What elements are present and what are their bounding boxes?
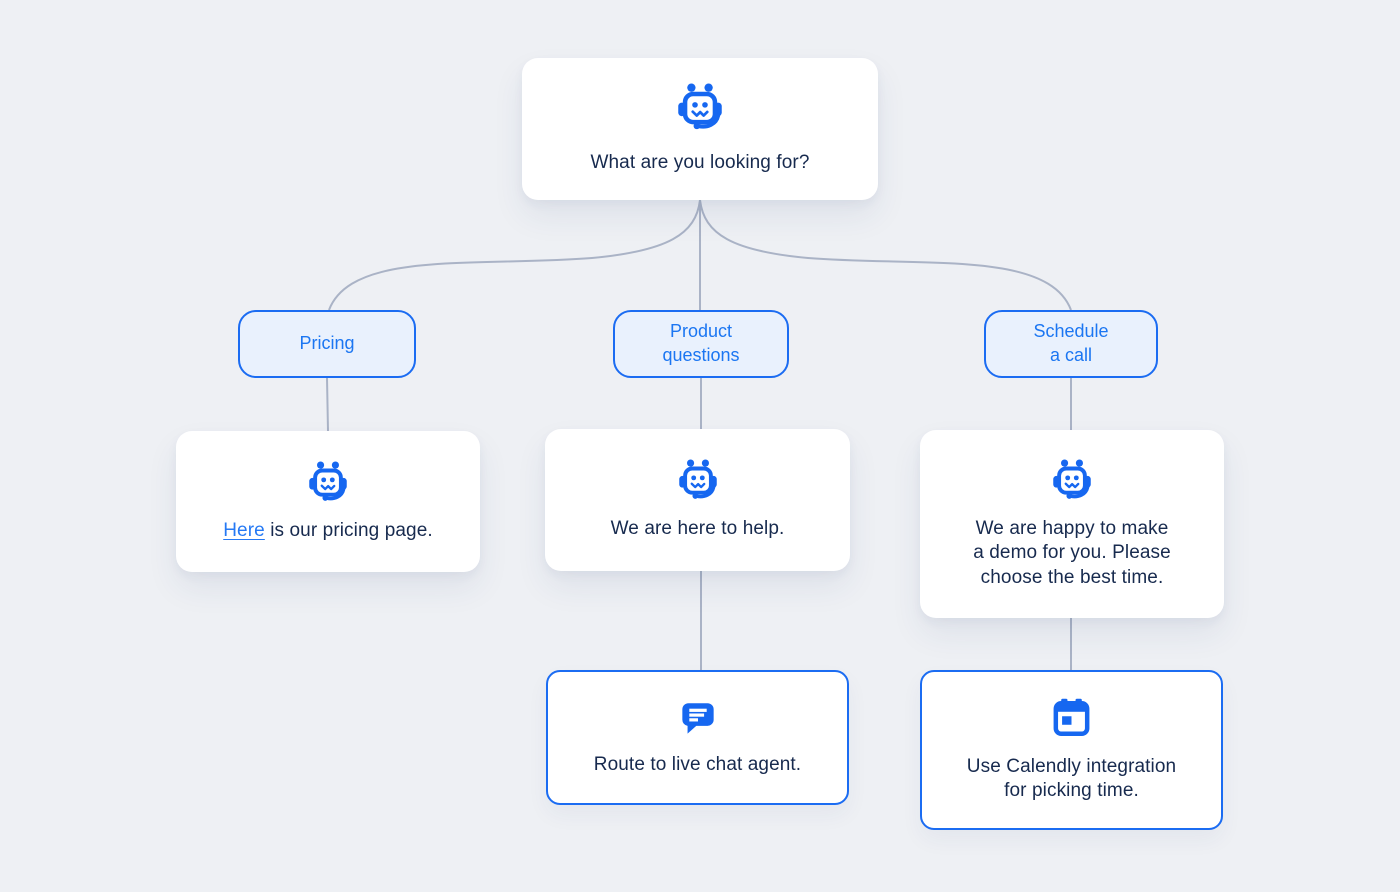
action-live-chat-message: Route to live chat agent. xyxy=(593,753,802,775)
action-calendly-message: Use Calendly integration for picking tim… xyxy=(966,755,1177,801)
chatbot-icon xyxy=(673,458,723,504)
calendar-icon xyxy=(1050,697,1093,740)
response-schedule-node[interactable]: We are happy to make a demo for you. Ple… xyxy=(920,430,1224,618)
response-pricing-node[interactable]: Here is our pricing page. xyxy=(176,431,480,572)
option-pricing[interactable]: Pricing xyxy=(238,310,416,378)
option-schedule-call-label: Schedule a call xyxy=(1033,321,1109,365)
option-schedule-call[interactable]: Schedule a call xyxy=(984,310,1158,378)
action-live-chat-node[interactable]: Route to live chat agent. xyxy=(546,670,849,805)
chatbot-icon xyxy=(671,82,729,135)
root-node[interactable]: What are you looking for? xyxy=(522,58,878,200)
response-product-message: We are here to help. xyxy=(610,518,785,540)
pricing-page-link[interactable]: Here xyxy=(223,519,265,541)
root-message: What are you looking for? xyxy=(590,152,810,174)
option-product-questions[interactable]: Product questions xyxy=(613,310,789,378)
option-product-questions-label: Product questions xyxy=(662,321,740,365)
chatbot-icon xyxy=(1047,458,1097,504)
option-pricing-label: Pricing xyxy=(299,333,355,354)
action-calendly-node[interactable]: Use Calendly integration for picking tim… xyxy=(920,670,1223,830)
pricing-message-rest: is our pricing page. xyxy=(264,519,433,541)
chatbot-icon xyxy=(303,460,353,506)
chat-bubble-icon xyxy=(677,698,719,738)
response-pricing-message: Here is our pricing page. xyxy=(223,519,433,543)
response-schedule-message: We are happy to make a demo for you. Ple… xyxy=(973,518,1171,588)
response-product-node[interactable]: We are here to help. xyxy=(545,429,850,571)
